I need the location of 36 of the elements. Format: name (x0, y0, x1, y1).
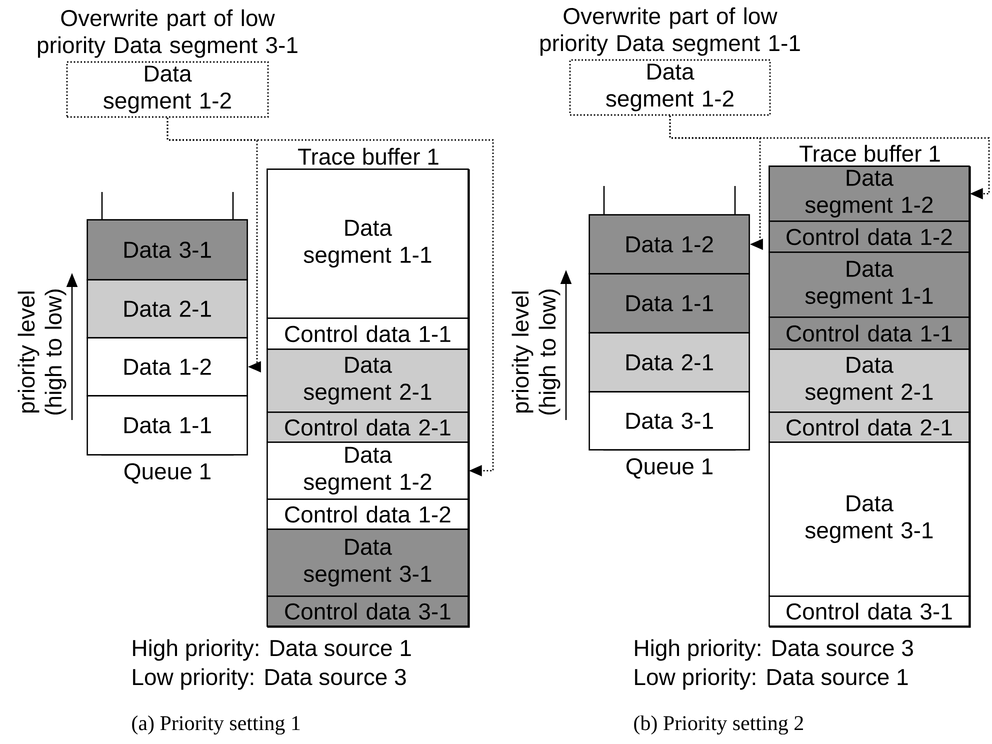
memory-cell: Data 2-1 (588, 332, 750, 392)
arrow (669, 116, 990, 200)
note: Low priority: Data source 1 (635, 668, 908, 690)
arrow (166, 118, 494, 476)
buffer-label: Trace buffer 1 (298, 148, 438, 165)
memory-cell: Control data 1-1 (266, 318, 469, 350)
caption: (a) Priority setting 1 (132, 715, 300, 735)
dashed-box: Data segment 1-2 (66, 61, 269, 118)
box-heading: Overwrite part of low priority Data segment 1-1 (540, 7, 800, 56)
memory-cell: Data 1-2 (86, 337, 248, 396)
note: High priority: Data source 3 (635, 639, 913, 661)
memory-cell: Data segment 1-2 (266, 442, 469, 500)
memory-cell: Data 1-1 (588, 273, 750, 334)
memory-cell: Control data 1-2 (266, 498, 469, 530)
memory-cell: Control data 2-1 (768, 412, 970, 443)
queue-label: Queue 1 (626, 458, 712, 479)
memory-cell: Control data 1-1 (768, 316, 970, 350)
memory-cell: Data 3-1 (86, 219, 248, 280)
dashed-box: Data segment 1-2 (569, 59, 771, 116)
memory-cell: Data segment 1-2 (768, 166, 970, 222)
memory-cell: Control data 3-1 (768, 596, 970, 627)
memory-cell: Data 1-2 (588, 214, 750, 274)
memory-cell: Data 2-1 (86, 279, 248, 338)
note: High priority: Data source 1 (133, 639, 411, 661)
axis-label: priority level (high to low) (512, 290, 560, 414)
box-heading: Overwrite part of low priority Data segment 3-1 (38, 9, 298, 58)
memory-cell: Control data 1-2 (768, 220, 970, 253)
memory-cell: Control data 3-1 (266, 596, 469, 627)
memory-cell: Data 3-1 (588, 391, 750, 450)
axis-label: priority level (high to low) (18, 290, 66, 414)
memory-cell: Data 1-1 (86, 395, 248, 456)
note: Low priority: Data source 3 (133, 668, 406, 690)
queue-label: Queue 1 (124, 463, 210, 484)
memory-cell: Control data 2-1 (266, 412, 469, 443)
buffer-label: Trace buffer 1 (800, 144, 940, 162)
caption: (b) Priority setting 2 (634, 715, 803, 735)
